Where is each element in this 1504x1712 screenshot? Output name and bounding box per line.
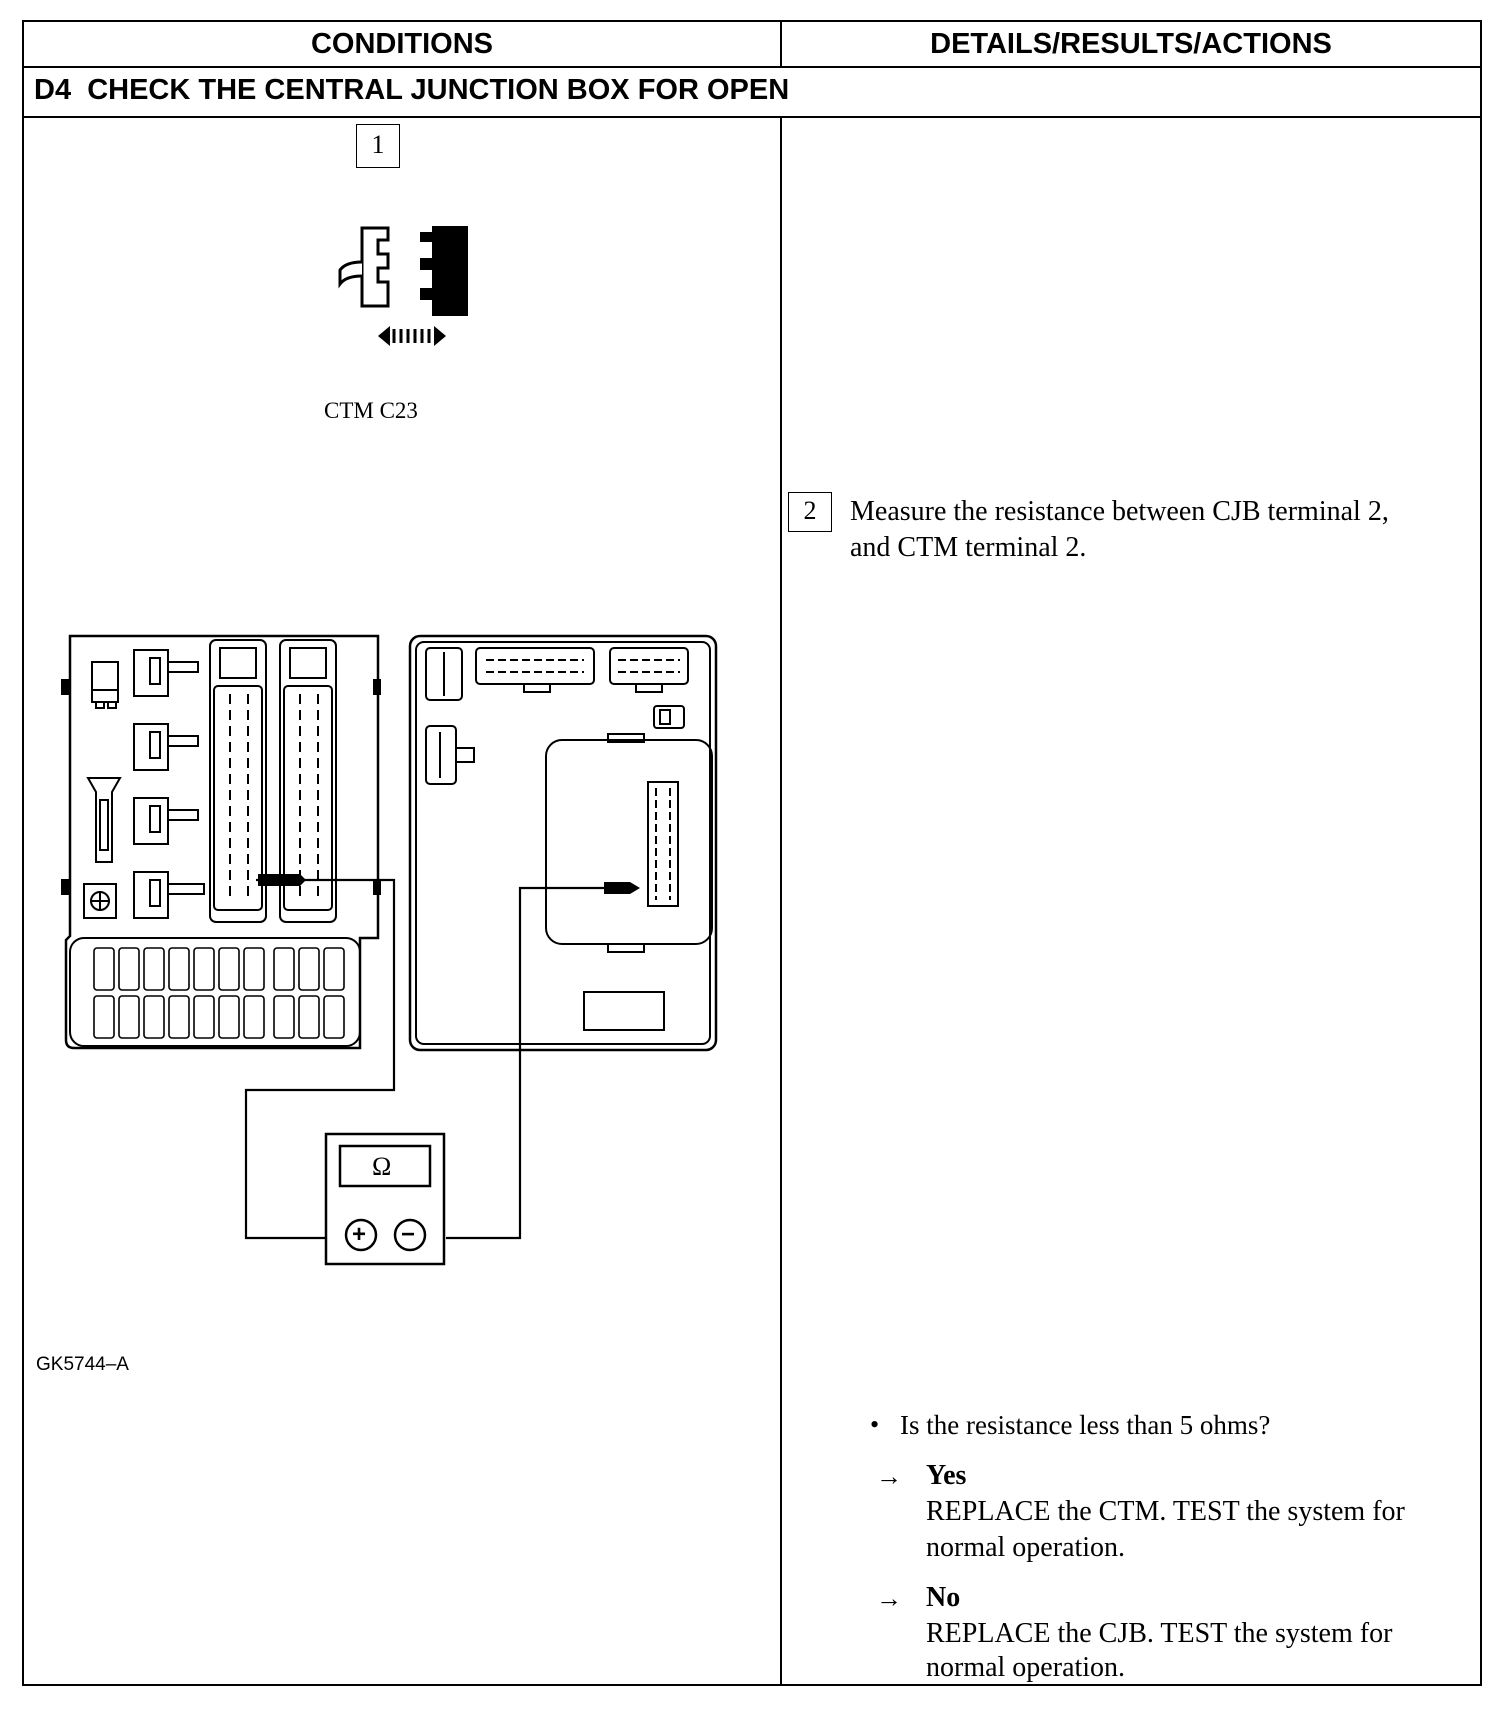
details-header: DETAILS/RESULTS/ACTIONS	[782, 22, 1480, 68]
no-action-line1: REPLACE the CJB. TEST the system for	[926, 1618, 1393, 1649]
yes-arrow: →	[876, 1462, 902, 1491]
substep-2-text-line2: and CTM terminal 2.	[850, 532, 1087, 563]
conditions-header: CONDITIONS	[24, 22, 782, 68]
substep-2-box: 2	[788, 492, 832, 532]
question-bullet: •	[870, 1410, 880, 1439]
yes-action-line1: REPLACE the CTM. TEST the system for	[926, 1496, 1405, 1527]
connector-label: CTM C23	[324, 398, 418, 423]
substep-2-number: 2	[803, 496, 817, 525]
yes-label: Yes	[926, 1460, 967, 1491]
column-divider	[780, 118, 782, 1684]
substep-2-text-line1: Measure the resistance between CJB termi…	[850, 496, 1389, 527]
minus-terminal: −	[401, 1221, 416, 1248]
plus-terminal: +	[352, 1221, 367, 1248]
step-code: D4	[34, 74, 72, 106]
step-title-text: CHECK THE CENTRAL JUNCTION BOX FOR OPEN	[87, 74, 790, 106]
question-text: Is the resistance less than 5 ohms?	[900, 1410, 1271, 1440]
diagnostic-table: CONDITIONS DETAILS/RESULTS/ACTIONS D4 CH…	[22, 20, 1482, 1686]
yes-action-line2: normal operation.	[926, 1532, 1126, 1563]
substep-1-box: 1	[356, 124, 400, 168]
no-arrow: →	[876, 1584, 902, 1613]
step-title: D4 CHECK THE CENTRAL JUNCTION BOX FOR OP…	[24, 68, 1480, 118]
figure-id: GK5744–A	[36, 1354, 129, 1375]
ohm-symbol: Ω	[372, 1152, 392, 1181]
substep-1-number: 1	[371, 130, 385, 159]
no-label: No	[926, 1582, 961, 1613]
no-action-line2: normal operation.	[926, 1652, 1126, 1683]
